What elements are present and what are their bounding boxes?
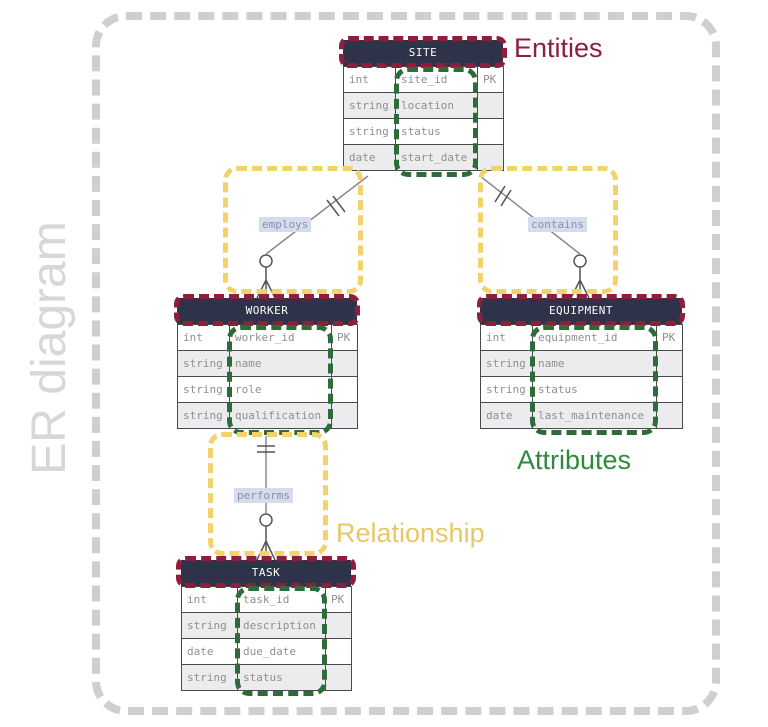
attr-type: string — [177, 350, 230, 377]
attr-key — [325, 664, 352, 691]
attr-key: PK — [325, 586, 352, 613]
entity-task-header: TASK — [181, 560, 351, 586]
table-row: string name — [480, 350, 683, 377]
attr-key — [331, 402, 358, 429]
entity-equipment-header: EQUIPMENT — [480, 298, 682, 324]
table-row: string status — [343, 118, 504, 145]
attr-type: string — [343, 92, 396, 119]
attr-type: int — [480, 324, 533, 351]
connector-contains — [479, 175, 581, 255]
attr-field: name — [229, 350, 332, 377]
attr-key: PK — [656, 324, 683, 351]
relationship-highlight-performs — [208, 432, 328, 556]
attr-type: string — [181, 664, 238, 691]
attr-type: string — [343, 118, 396, 145]
table-row: int equipment_id PK — [480, 324, 683, 351]
diagram-frame — [92, 12, 720, 715]
attr-key — [331, 350, 358, 377]
attr-field: description — [237, 612, 326, 639]
callout-attributes: Attributes — [517, 445, 632, 475]
attr-type: string — [177, 402, 230, 429]
table-row: int worker_id PK — [177, 324, 358, 351]
table-row: string location — [343, 92, 504, 119]
relationship-label-contains: contains — [528, 217, 587, 232]
attribute-highlight-task — [235, 586, 327, 696]
attr-field: status — [395, 118, 478, 145]
attribute-highlight-site — [394, 67, 478, 177]
attr-field: location — [395, 92, 478, 119]
attr-type: int — [343, 66, 396, 93]
entity-site[interactable]: SITE int site_id PK string location stri… — [343, 40, 504, 171]
table-row: date last_maintenance — [480, 402, 683, 429]
relationship-highlight-employs — [223, 166, 363, 294]
connector-employs-tick-2 — [332, 195, 346, 213]
relationship-label-employs: employs — [259, 217, 312, 232]
entity-site-header: SITE — [343, 40, 503, 66]
relationship-label-performs: performs — [234, 488, 293, 503]
attribute-highlight-worker — [227, 325, 333, 435]
attribute-highlight-equipment — [530, 325, 658, 435]
attr-field: due_date — [237, 638, 326, 665]
connector-contains-tick-1 — [494, 185, 506, 203]
attr-type: string — [181, 612, 238, 639]
entity-worker-attributes: int worker_id PK string name string role… — [177, 324, 358, 429]
callout-entities: Entities — [514, 33, 603, 63]
entity-highlight-site — [339, 36, 507, 68]
entity-worker-header: WORKER — [177, 298, 357, 324]
entity-worker[interactable]: WORKER int worker_id PK string name stri… — [177, 298, 358, 429]
entity-highlight-task — [176, 556, 356, 588]
relationship-highlight-contains — [478, 166, 618, 294]
attr-field: qualification — [229, 402, 332, 429]
attr-type: string — [480, 350, 533, 377]
attr-field: status — [532, 376, 657, 403]
attr-type: date — [181, 638, 238, 665]
attr-type: date — [480, 402, 533, 429]
attr-field: role — [229, 376, 332, 403]
attr-key: PK — [477, 66, 504, 93]
connector-contains-tick-2 — [500, 189, 512, 207]
connector-employs — [265, 175, 369, 255]
attr-type: int — [177, 324, 230, 351]
attr-type: string — [177, 376, 230, 403]
table-row: string status — [181, 664, 352, 691]
attr-type: int — [181, 586, 238, 613]
attr-field: status — [237, 664, 326, 691]
entity-equipment[interactable]: EQUIPMENT int equipment_id PK string nam… — [480, 298, 683, 429]
attr-type: string — [480, 376, 533, 403]
attr-key — [331, 376, 358, 403]
attr-key — [477, 118, 504, 145]
attr-field: name — [532, 350, 657, 377]
attr-key — [325, 638, 352, 665]
table-row: string qualification — [177, 402, 358, 429]
attr-key — [656, 350, 683, 377]
callout-relationship: Relationship — [336, 518, 485, 548]
table-row: string name — [177, 350, 358, 377]
attr-field: last_maintenance — [532, 402, 657, 429]
attr-key: PK — [331, 324, 358, 351]
attr-key — [656, 376, 683, 403]
attr-key — [477, 92, 504, 119]
entity-highlight-worker — [174, 294, 360, 326]
connector-employs-tick-1 — [326, 199, 340, 217]
entity-equipment-attributes: int equipment_id PK string name string s… — [480, 324, 683, 429]
entity-highlight-equipment — [477, 294, 685, 326]
attr-key — [325, 612, 352, 639]
attr-key — [656, 402, 683, 429]
